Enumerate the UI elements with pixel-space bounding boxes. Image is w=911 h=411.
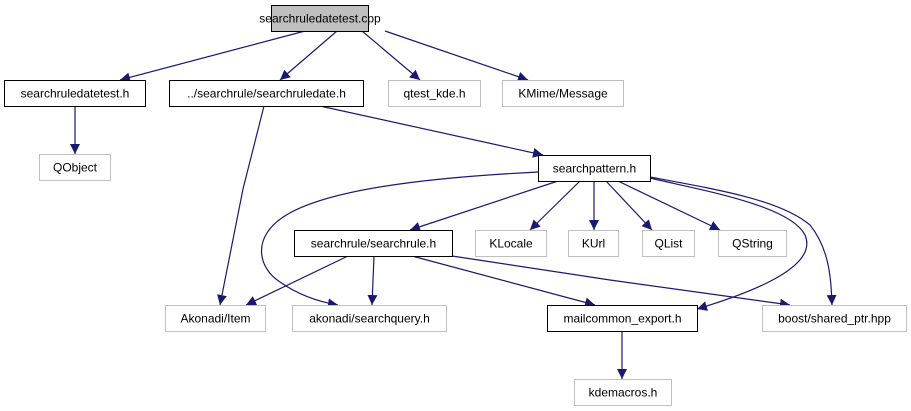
node-label: qtest_kde.h	[403, 87, 465, 101]
node-box	[165, 305, 266, 332]
node-kmime: KMime/Message	[502, 80, 624, 107]
node-spattern[interactable]: searchpattern.h	[538, 155, 651, 182]
node-kurl: KUrl	[568, 230, 619, 257]
node-qstring: QString	[718, 230, 787, 257]
edge-root-to-testh	[119, 30, 306, 83]
node-box	[568, 230, 619, 257]
node-label: akonadi/searchquery.h	[309, 312, 430, 326]
node-box	[547, 305, 698, 332]
node-kdemacros: kdemacros.h	[574, 379, 672, 406]
node-label: searchrule/searchrule.h	[311, 237, 436, 251]
node-box	[502, 80, 624, 107]
node-srule[interactable]: searchrule/searchrule.h	[294, 230, 453, 257]
node-box	[574, 379, 672, 406]
edge-root-to-qtest	[361, 30, 421, 81]
node-qobject: QObject	[39, 154, 111, 181]
edge-spattern-to-boost	[649, 176, 837, 306]
node-akitem: Akonadi/Item	[165, 305, 266, 332]
node-klocale: KLocale	[475, 230, 547, 257]
node-box	[4, 80, 146, 107]
node-label: QObject	[53, 161, 98, 175]
node-label: mailcommon_export.h	[563, 312, 681, 326]
node-box	[538, 155, 651, 182]
node-aksq: akonadi/searchquery.h	[292, 305, 447, 332]
edge-srdate-to-spattern	[319, 105, 544, 158]
node-label: KUrl	[582, 237, 605, 251]
node-boost: boost/shared_ptr.hpp	[762, 305, 907, 332]
node-label: QList	[654, 237, 683, 251]
node-box	[169, 80, 364, 107]
node-box	[271, 5, 369, 32]
edge-root-to-srdate	[279, 30, 338, 81]
node-qtest: qtest_kde.h	[388, 80, 481, 107]
node-testh[interactable]: searchruledatetest.h	[4, 80, 146, 107]
edge-spattern-to-aksq	[261, 171, 539, 309]
node-label: boost/shared_ptr.hpp	[778, 312, 891, 326]
node-label: KLocale	[489, 237, 533, 251]
node-mcexport[interactable]: mailcommon_export.h	[547, 305, 698, 332]
node-box	[39, 154, 111, 181]
node-label: searchruledatetest.cpp	[259, 12, 381, 26]
edge-spattern-to-srule	[409, 180, 559, 232]
node-box	[718, 230, 787, 257]
edge-spattern-to-mcexport	[649, 177, 808, 311]
edge-spattern-to-qlist	[605, 180, 653, 231]
edge-srule-to-aksq	[367, 255, 378, 306]
node-box	[388, 80, 481, 107]
node-box	[762, 305, 907, 332]
edge-spattern-to-klocale	[529, 180, 581, 231]
edge-srdate-to-akitem	[217, 105, 265, 306]
edge-srule-to-akitem	[245, 255, 349, 306]
node-label: kdemacros.h	[589, 386, 658, 400]
node-box	[642, 230, 695, 257]
edge-srule-to-mcexport	[411, 255, 596, 308]
edge-spattern-to-qstring	[617, 180, 721, 231]
node-label: KMime/Message	[518, 87, 608, 101]
edge-root-to-kmime	[384, 30, 529, 82]
node-label: Akonadi/Item	[180, 312, 250, 326]
node-label: searchpattern.h	[553, 162, 636, 176]
node-label: searchruledatetest.h	[21, 87, 130, 101]
node-box	[292, 305, 447, 332]
node-root[interactable]: searchruledatetest.cpp	[259, 5, 381, 32]
node-srdate[interactable]: ../searchrule/searchruledate.h	[169, 80, 364, 107]
node-label: ../searchrule/searchruledate.h	[187, 87, 346, 101]
node-box	[475, 230, 547, 257]
node-label: QString	[732, 237, 773, 251]
node-qlist: QList	[642, 230, 695, 257]
node-box	[294, 230, 453, 257]
edge-srule-to-boost	[451, 255, 791, 309]
